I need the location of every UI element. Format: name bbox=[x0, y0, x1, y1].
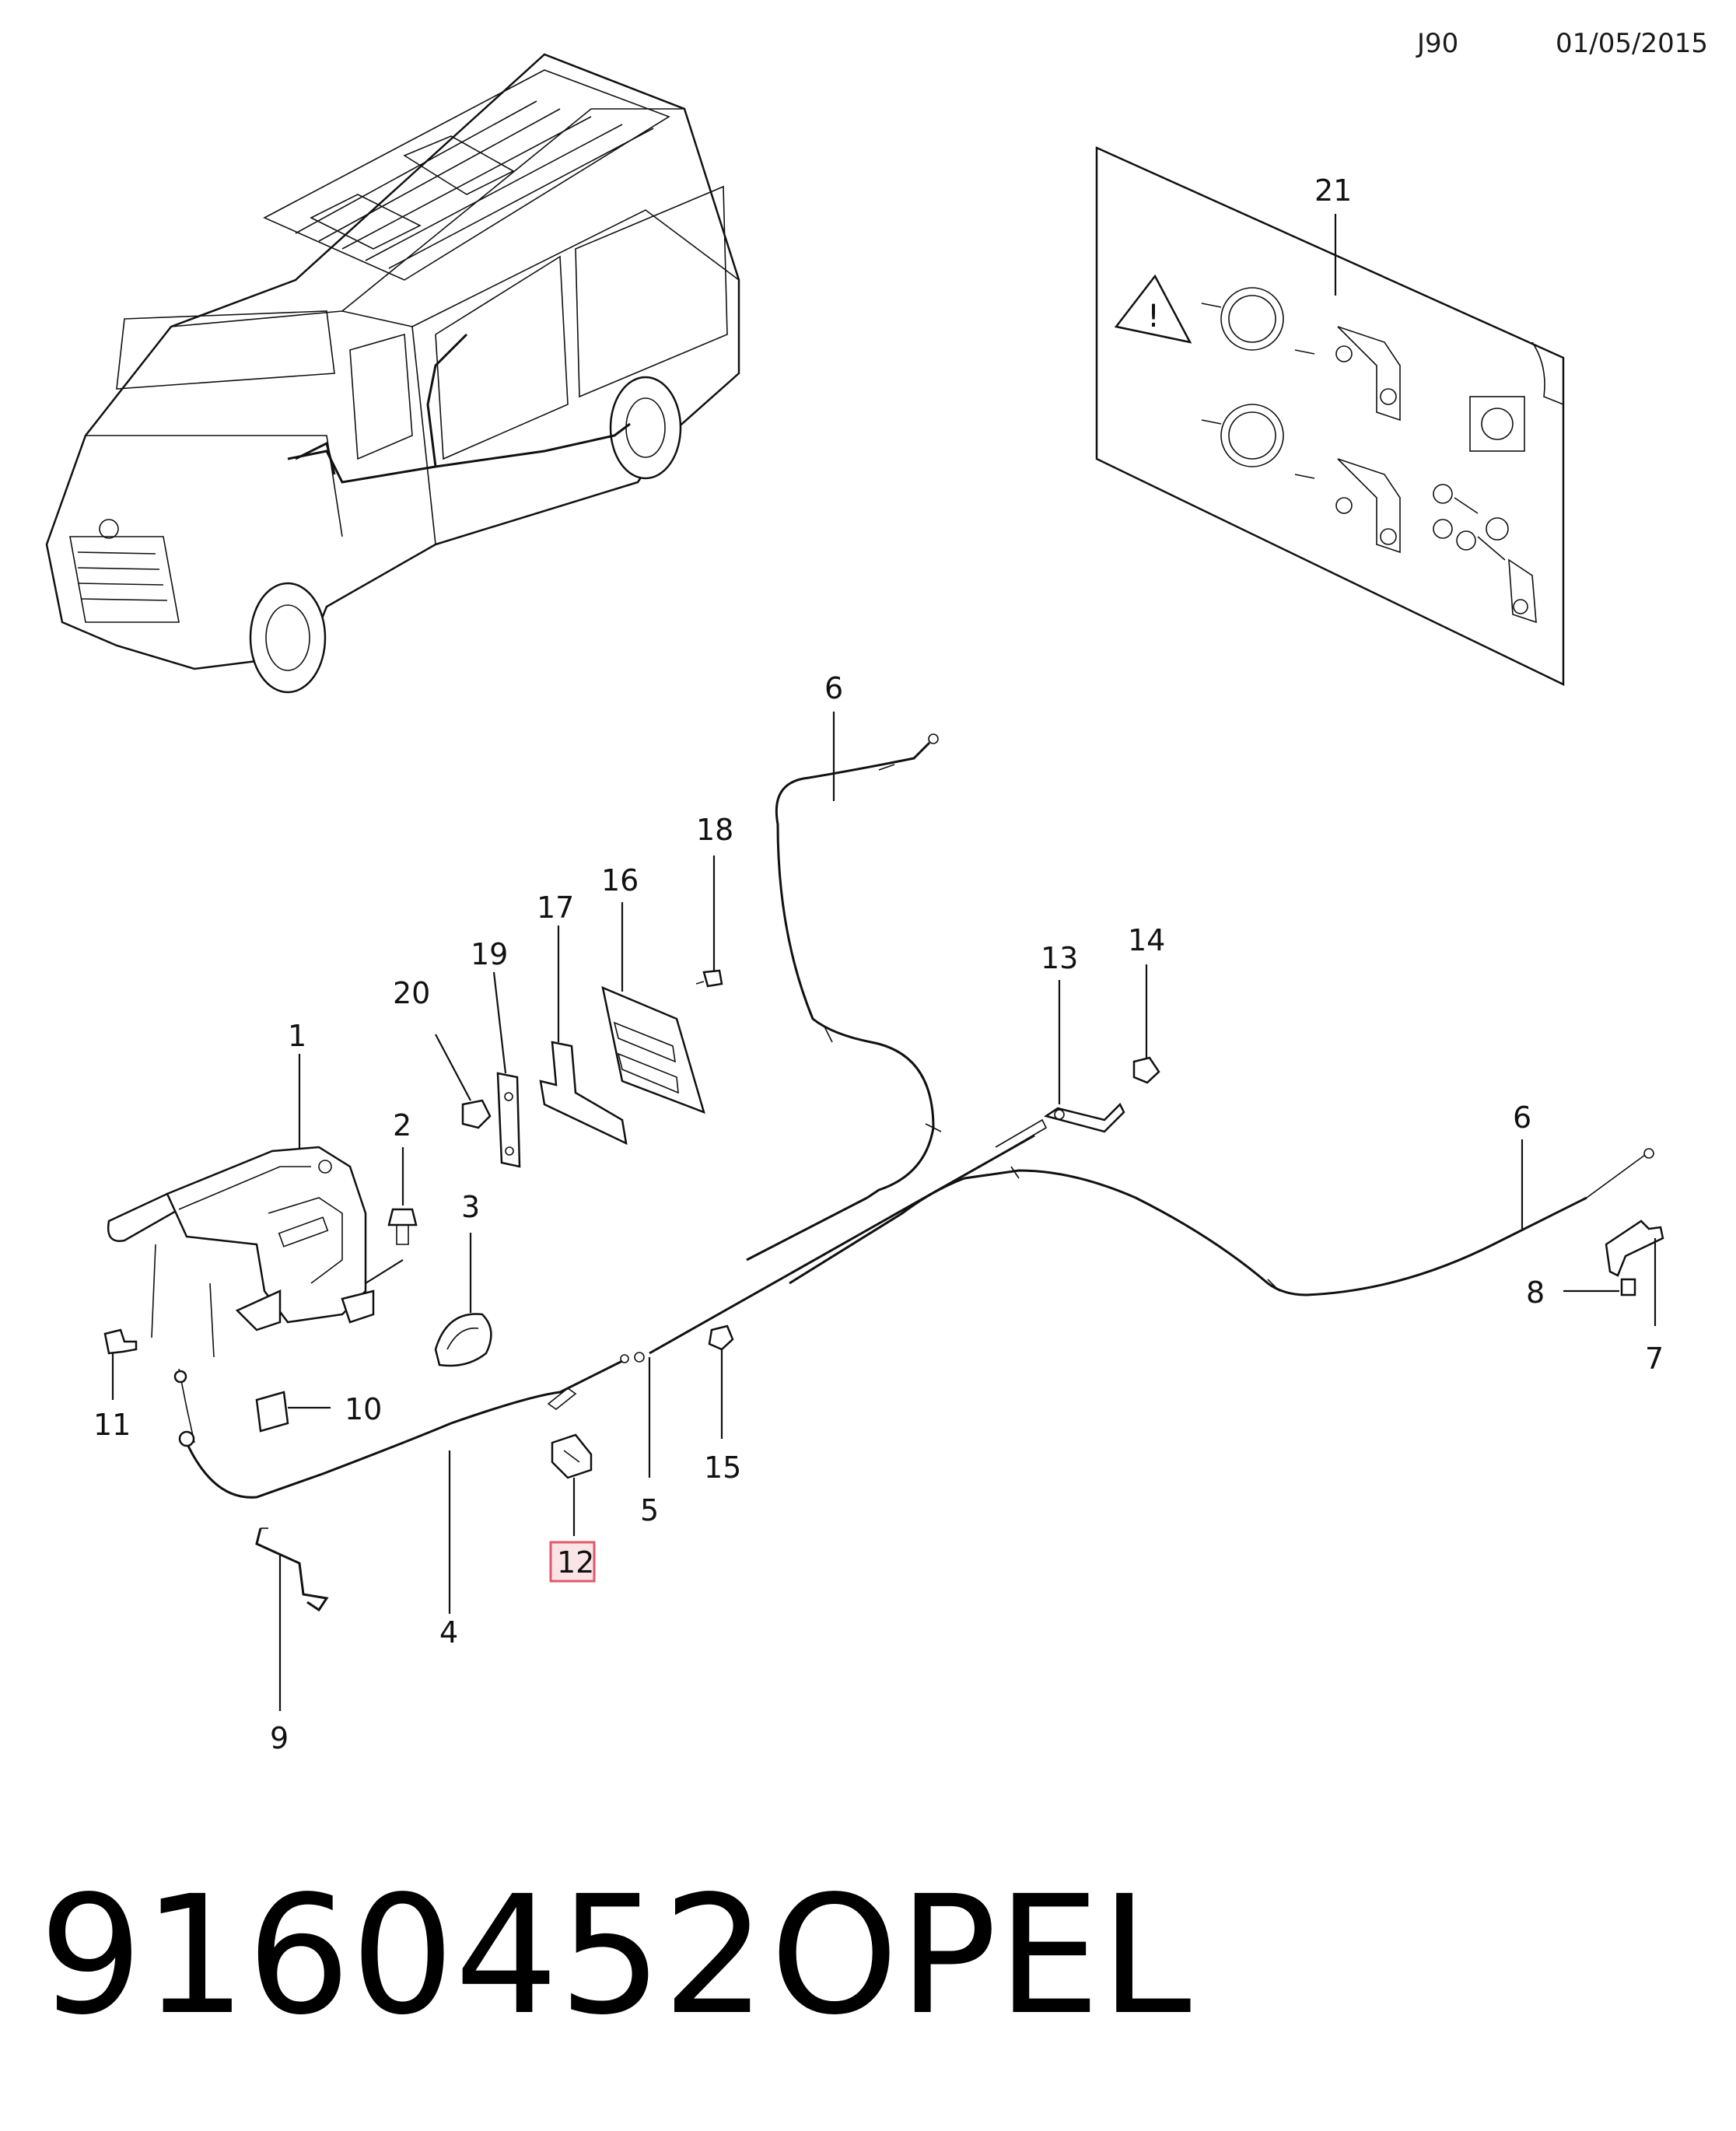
brand-name: OPEL bbox=[770, 1860, 1192, 2051]
diagram-code: J90 bbox=[1417, 28, 1459, 59]
pad-16 bbox=[601, 985, 705, 1114]
callout-6b: 6 bbox=[1513, 1100, 1531, 1135]
callout-14: 14 bbox=[1128, 923, 1165, 957]
front-cable-5 bbox=[634, 1118, 1048, 1363]
callout-15: 15 bbox=[704, 1450, 741, 1485]
screw-8 bbox=[1620, 1278, 1636, 1296]
bracket-17 bbox=[539, 1041, 628, 1146]
callout-2: 2 bbox=[393, 1108, 411, 1142]
svg-text:!: ! bbox=[1147, 299, 1160, 334]
callout-7: 7 bbox=[1645, 1342, 1664, 1376]
clip-10 bbox=[255, 1391, 289, 1433]
handbrake-lever-1 bbox=[107, 1146, 375, 1358]
warning-label-21: ! bbox=[1095, 146, 1565, 686]
intermediate-cable-4 bbox=[185, 1354, 629, 1499]
callout-9: 9 bbox=[270, 1721, 289, 1755]
callout-13: 13 bbox=[1041, 941, 1078, 975]
plate-19 bbox=[496, 1072, 521, 1168]
nut-15 bbox=[708, 1324, 734, 1351]
equalizer-13 bbox=[1044, 1102, 1125, 1133]
callout-4: 4 bbox=[439, 1615, 458, 1650]
bracket-7 bbox=[1605, 1219, 1664, 1277]
highlight-box-12 bbox=[549, 1541, 596, 1583]
rear-cable-6b bbox=[789, 1148, 1654, 1296]
callout-12: 12 bbox=[557, 1545, 594, 1580]
callout-1: 1 bbox=[288, 1019, 306, 1053]
leader-20 bbox=[435, 1034, 471, 1101]
screw-18 bbox=[695, 969, 723, 988]
callout-11: 11 bbox=[93, 1408, 131, 1442]
clip-12 bbox=[551, 1433, 593, 1479]
nut-20 bbox=[461, 1099, 492, 1129]
bolt-2 bbox=[387, 1208, 418, 1245]
callout-19: 19 bbox=[471, 937, 508, 971]
callout-10: 10 bbox=[345, 1392, 382, 1426]
van-illustration bbox=[45, 53, 740, 694]
callout-5: 5 bbox=[640, 1493, 659, 1527]
nut-14 bbox=[1132, 1056, 1160, 1084]
leader-19 bbox=[492, 971, 507, 1074]
callout-18: 18 bbox=[696, 813, 733, 847]
callout-17: 17 bbox=[537, 891, 574, 925]
callout-8: 8 bbox=[1526, 1275, 1545, 1310]
retainer-9 bbox=[255, 1527, 329, 1612]
callout-20: 20 bbox=[393, 976, 430, 1010]
grommet-3 bbox=[434, 1313, 492, 1367]
callout-16: 16 bbox=[601, 863, 639, 898]
callout-3: 3 bbox=[461, 1190, 480, 1224]
pin-11 bbox=[103, 1328, 138, 1355]
diagram-date: 01/05/2015 bbox=[1556, 28, 1708, 59]
rear-cable-6a bbox=[746, 733, 942, 1261]
callout-6a: 6 bbox=[824, 671, 843, 705]
callout-21: 21 bbox=[1314, 173, 1352, 208]
part-number: 9160452 bbox=[39, 1860, 767, 2051]
